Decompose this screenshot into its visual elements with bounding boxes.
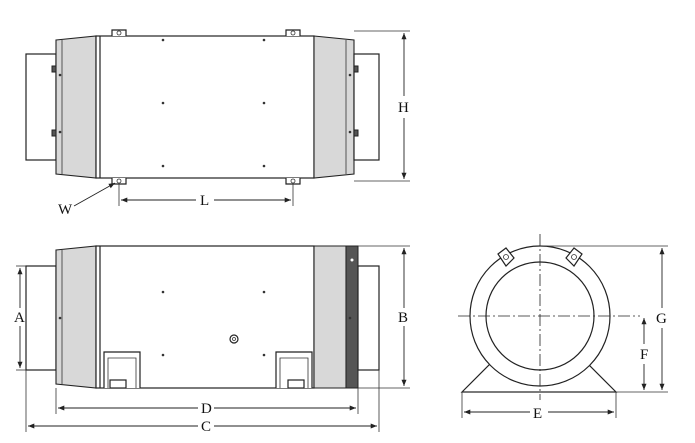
label-w: W [58,202,73,218]
label-d: D [201,401,212,417]
label-f: F [640,347,648,363]
label-a: A [14,310,25,326]
label-g: G [656,311,667,327]
label-c: C [201,419,211,435]
label-l: L [200,193,209,209]
side-view [458,234,668,418]
label-b: B [398,310,408,326]
label-e: E [533,406,542,422]
top-view [25,29,410,207]
front-view [16,245,410,432]
label-h: H [398,100,409,116]
